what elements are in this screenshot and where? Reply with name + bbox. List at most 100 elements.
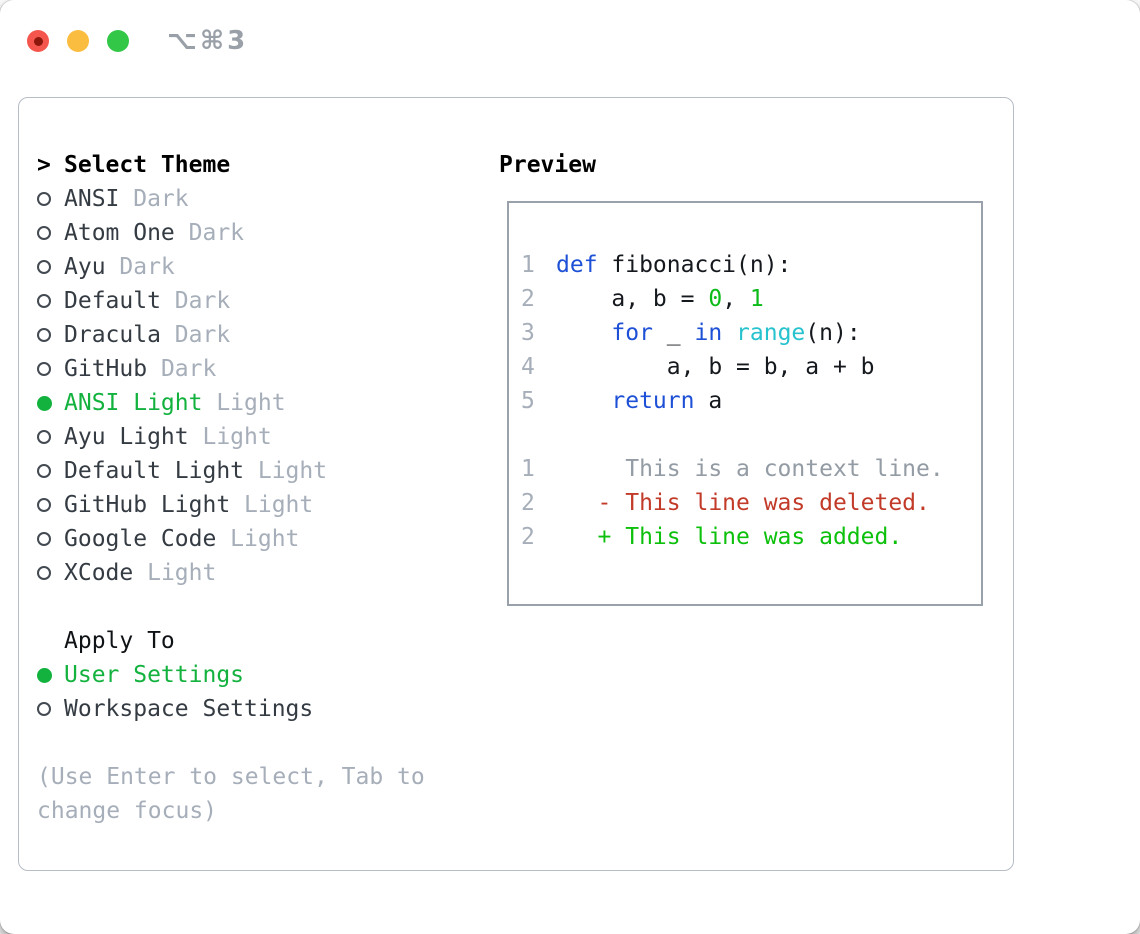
line-number	[521, 418, 556, 452]
token-plain: a, b =	[556, 286, 709, 312]
theme-variant-badge: Dark	[160, 356, 217, 382]
line-number: 1	[521, 252, 535, 278]
token-plain	[556, 320, 611, 346]
code-text: This is a context line.	[556, 452, 944, 486]
theme-option-default-dark[interactable]: Default Dark	[37, 284, 425, 318]
theme-variant-badge: Dark	[133, 186, 189, 212]
theme-variant-badge: Dark	[174, 288, 231, 314]
theme-option-github-dark[interactable]: GitHub Dark	[37, 352, 425, 386]
token-keyword: return	[611, 388, 695, 414]
theme-option-xcode-light[interactable]: XCode Light	[37, 556, 425, 590]
token-plain: (n):	[805, 320, 861, 346]
line-number: 2	[521, 524, 535, 550]
radio-selected-icon	[37, 667, 52, 683]
gutter	[37, 260, 64, 274]
minimize-button[interactable]	[67, 30, 89, 52]
token-plain	[556, 524, 598, 550]
apply-option-workspace-settings[interactable]: Workspace Settings	[37, 692, 425, 726]
radio-unselected-icon	[37, 498, 51, 512]
theme-variant-badge: Dark	[174, 322, 231, 348]
radio-unselected-icon	[37, 192, 51, 206]
theme-variant-badge: Light	[202, 424, 272, 450]
theme-name: Ayu	[64, 254, 106, 280]
code-line: 3 for _ in range(n):	[521, 316, 981, 350]
gutter	[37, 226, 64, 240]
code-text: a, b = 0, 1	[556, 282, 764, 316]
token-plain: fibonacci(n):	[597, 252, 792, 278]
code-text: a, b = b, a + b	[556, 350, 875, 384]
apply-to-header-row: Apply To	[37, 624, 425, 658]
token-context: This is a context line.	[556, 456, 944, 482]
theme-name: GitHub Light	[64, 492, 231, 518]
theme-name: GitHub	[64, 356, 148, 382]
theme-name: Google Code	[64, 526, 217, 552]
code-text: - This line was deleted.	[556, 486, 930, 520]
code-line: 1 This is a context line.	[521, 452, 981, 486]
preview-title: Preview	[499, 152, 596, 178]
help-text: (Use Enter to select, Tab to change focus…	[37, 760, 425, 828]
radio-unselected-icon	[37, 430, 51, 444]
token-keyword: for	[611, 320, 653, 346]
theme-option-google-code-light[interactable]: Google Code Light	[37, 522, 425, 556]
token-plain	[556, 490, 598, 516]
token-keyword: in	[694, 320, 723, 346]
spacer	[37, 590, 425, 624]
token-keyword: def	[556, 252, 598, 278]
theme-variant-badge: Light	[216, 390, 286, 416]
theme-variant-badge: Light	[230, 526, 300, 552]
close-button[interactable]	[27, 30, 49, 52]
token-plain: a	[694, 388, 723, 414]
line-number: 2	[521, 490, 535, 516]
code-line: 2 a, b = 0, 1	[521, 282, 981, 316]
theme-name: XCode	[64, 560, 134, 586]
gutter	[37, 362, 64, 376]
code-text: + This line was added.	[556, 520, 903, 554]
radio-unselected-icon	[37, 702, 51, 716]
gutter	[37, 702, 64, 716]
zoom-button[interactable]	[107, 30, 129, 52]
theme-variant-badge: Light	[244, 492, 314, 518]
radio-unselected-icon	[37, 464, 51, 478]
theme-name: Atom One	[64, 220, 175, 246]
code-line: 2 + This line was added.	[521, 520, 981, 554]
radio-unselected-icon	[37, 260, 51, 274]
theme-option-github-light-light[interactable]: GitHub Light Light	[37, 488, 425, 522]
gutter	[37, 395, 64, 411]
window-titlebar: ⌥⌘3	[27, 26, 248, 56]
close-button-dot-icon	[33, 36, 43, 46]
help-text-line: (Use Enter to select, Tab to	[37, 764, 425, 790]
token-added: + This line was added.	[597, 524, 903, 550]
token-plain	[556, 388, 611, 414]
theme-name: Dracula	[64, 322, 161, 348]
token-number: 1	[749, 286, 764, 312]
apply-option-user-settings[interactable]: User Settings	[37, 658, 425, 692]
code-line: 1 def fibonacci(n):	[521, 248, 981, 282]
line-number: 3	[521, 320, 535, 346]
token-deleted: - This line was deleted.	[597, 490, 930, 516]
code-line	[521, 418, 981, 452]
line-number: 2	[521, 286, 535, 312]
token-plain: ,	[722, 286, 750, 312]
gutter	[37, 532, 64, 546]
theme-option-dracula-dark[interactable]: Dracula Dark	[37, 318, 425, 352]
help-text-line: change focus)	[37, 798, 218, 824]
apply-option-label: Workspace Settings	[64, 696, 314, 722]
line-number: 5	[521, 388, 535, 414]
code-text: def fibonacci(n):	[556, 248, 791, 282]
theme-variant-badge: Light	[147, 560, 217, 586]
code-line: 5 return a	[521, 384, 981, 418]
theme-name: Default	[64, 288, 161, 314]
apply-to-title: Apply To	[64, 628, 175, 654]
